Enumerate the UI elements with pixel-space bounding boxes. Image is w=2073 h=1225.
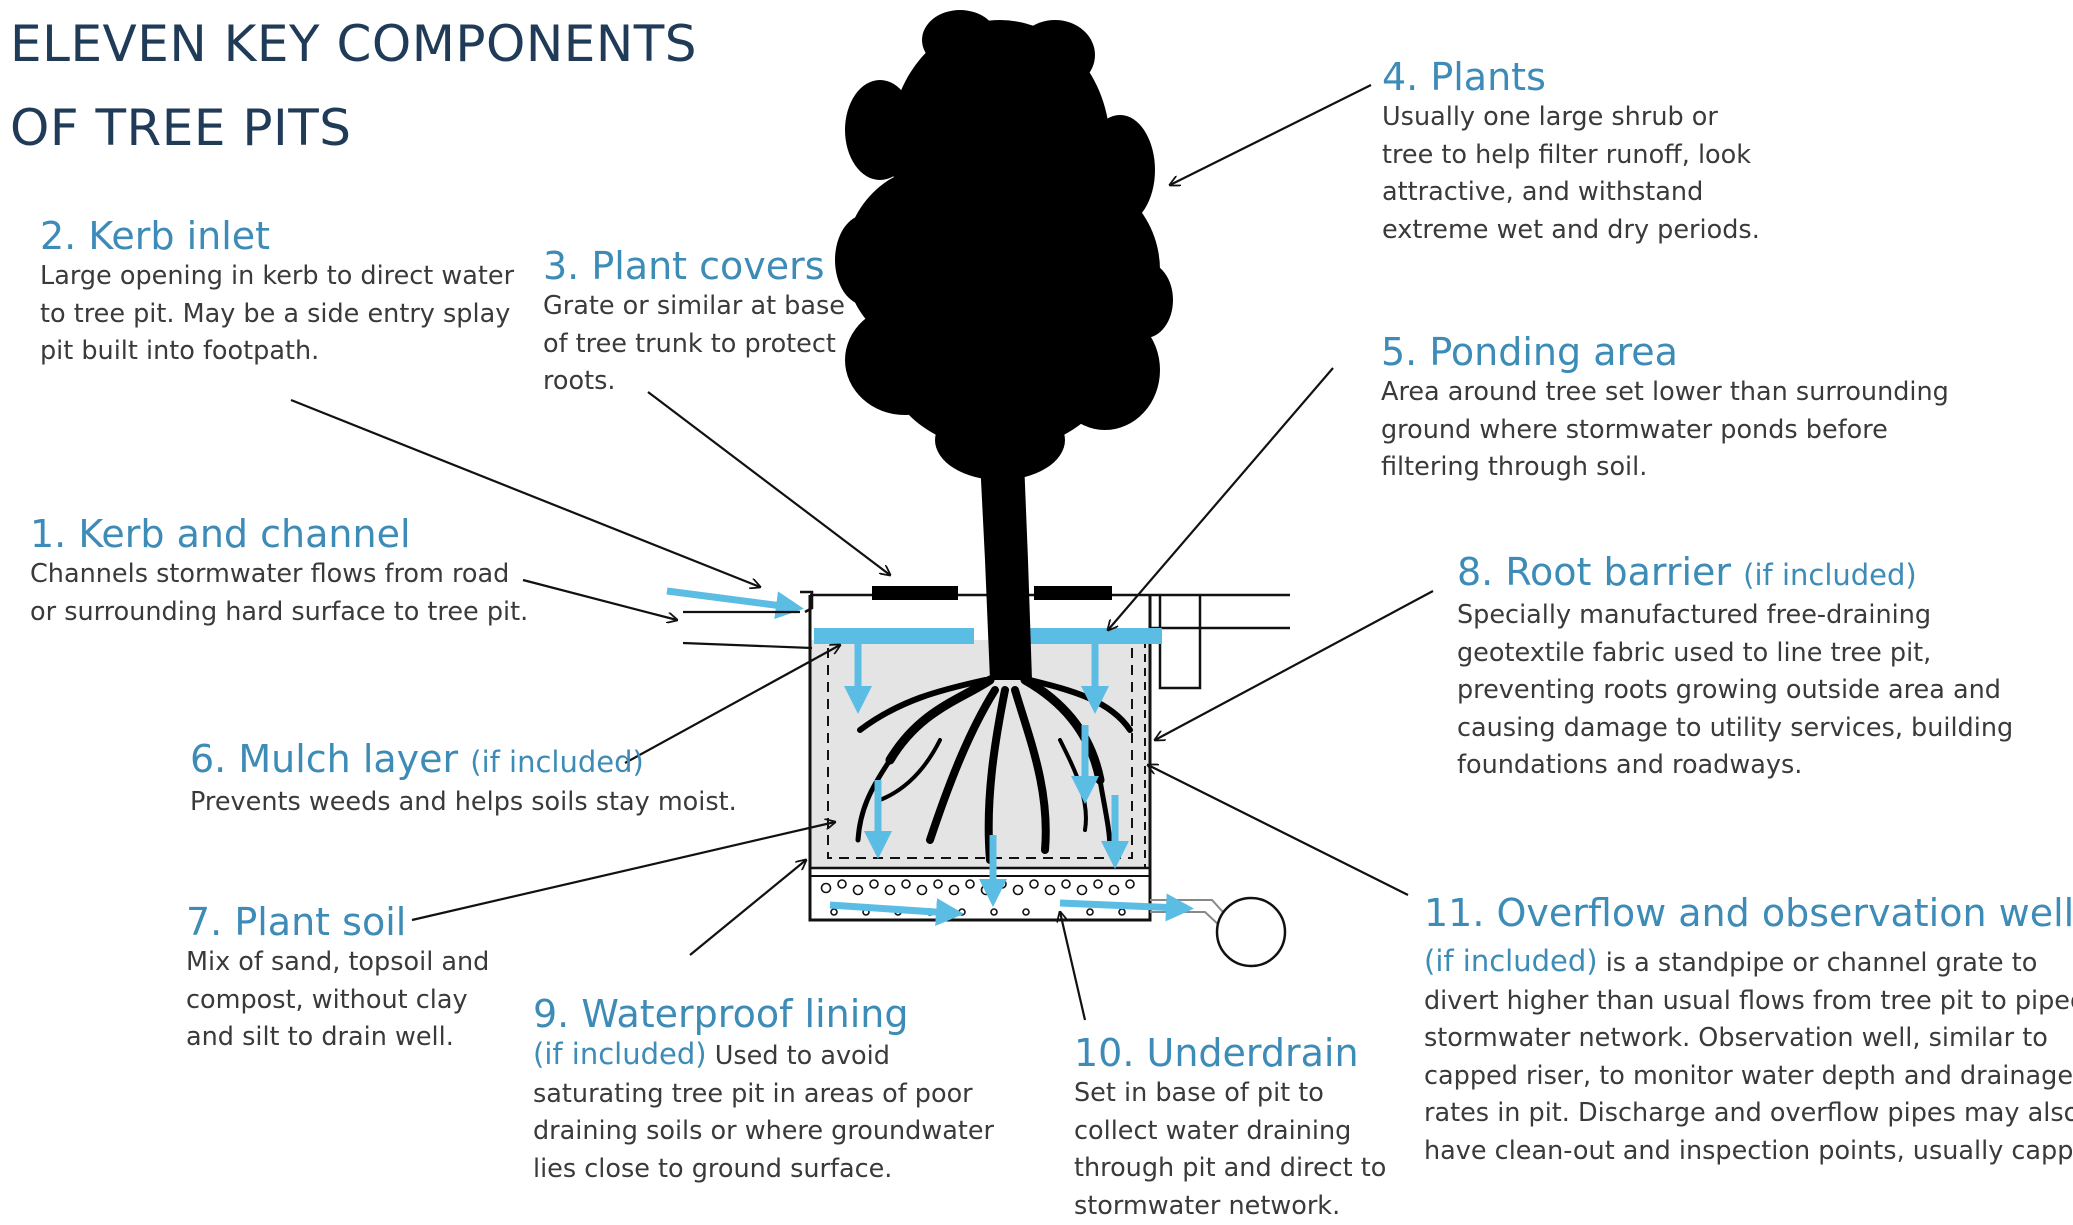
label-root-barrier: 8. Root barrier (if included) Specially … bbox=[1457, 550, 2013, 785]
plant-soil-desc-line: compost, without clay bbox=[186, 982, 489, 1020]
overflow-well-note: (if included) bbox=[1424, 944, 1598, 978]
overflow-well-desc-line: rates in pit. Discharge and overflow pip… bbox=[1424, 1095, 2073, 1133]
underdrain-desc-line: Set in base of pit to bbox=[1074, 1075, 1386, 1113]
kerb-profile bbox=[1160, 595, 1200, 688]
root-barrier-desc-line: geotextile fabric used to line tree pit, bbox=[1457, 635, 2013, 673]
waterproof-lining-desc-line: draining soils or where groundwater bbox=[533, 1113, 994, 1151]
waterproof-lining-desc-line: lies close to ground surface. bbox=[533, 1151, 994, 1189]
leader-kerb-channel-1 bbox=[523, 580, 677, 620]
ponding-area-desc-line: Area around tree set lower than surround… bbox=[1381, 374, 1949, 412]
leader-waterproof-lining bbox=[690, 860, 806, 955]
label-kerb-and-channel: 1. Kerb and channel Channels stormwater … bbox=[30, 512, 528, 631]
overflow-well-desc-line: capped riser, to monitor water depth and… bbox=[1424, 1058, 2073, 1096]
kerb-inlet-heading: 2. Kerb inlet bbox=[40, 214, 514, 258]
leader-kerb-channel-3 bbox=[683, 643, 812, 648]
plant-covers-desc-line: roots. bbox=[543, 363, 845, 401]
underdrain-desc-line: stormwater network. bbox=[1074, 1188, 1386, 1225]
root-barrier-note: (if included) bbox=[1743, 558, 1917, 592]
leader-plant-covers bbox=[648, 392, 890, 575]
mulch-layer-heading: 6. Mulch layer (if included) bbox=[190, 737, 737, 784]
root-barrier-desc-line: Specially manufactured free-draining bbox=[1457, 597, 2013, 635]
page-title-line-1: ELEVEN KEY COMPONENTS bbox=[10, 2, 697, 86]
waterproof-lining-desc-line: saturating tree pit in areas of poor bbox=[533, 1076, 994, 1114]
label-ponding-area: 5. Ponding area Area around tree set low… bbox=[1381, 330, 1949, 487]
plant-cover-grate-right bbox=[1034, 586, 1112, 600]
plant-soil-desc-line: and silt to drain well. bbox=[186, 1019, 489, 1057]
plant-soil-heading: 7. Plant soil bbox=[186, 900, 489, 944]
kerb-channel-desc-line: Channels stormwater flows from road bbox=[30, 556, 528, 594]
plant-cover-grate-left bbox=[872, 586, 958, 600]
mulch-layer-note: (if included) bbox=[470, 745, 644, 779]
kerb-channel-desc-line: or surrounding hard surface to tree pit. bbox=[30, 594, 528, 632]
label-waterproof-lining: 9. Waterproof lining (if included) Used … bbox=[533, 992, 994, 1188]
root-barrier-desc-line: foundations and roadways. bbox=[1457, 747, 2013, 785]
plants-desc-line: Usually one large shrub or bbox=[1382, 99, 1760, 137]
waterproof-lining-heading: 9. Waterproof lining bbox=[533, 992, 994, 1036]
observation-well-pipe bbox=[1217, 898, 1285, 966]
overflow-well-desc-line: stormwater network. Observation well, si… bbox=[1424, 1020, 2073, 1058]
plant-covers-desc-line: Grate or similar at base bbox=[543, 288, 845, 326]
leader-root-barrier bbox=[1155, 591, 1433, 740]
waterproof-lining-note: (if included) bbox=[533, 1037, 707, 1071]
underdrain-heading: 10. Underdrain bbox=[1074, 1031, 1386, 1075]
root-barrier-heading-text: 8. Root barrier bbox=[1457, 550, 1731, 594]
label-kerb-inlet: 2. Kerb inlet Large opening in kerb to d… bbox=[40, 214, 514, 371]
plant-covers-desc-line: of tree trunk to protect bbox=[543, 326, 845, 364]
kerb-inlet-desc-line: Large opening in kerb to direct water bbox=[40, 258, 514, 296]
ponding-area-desc-line: filtering through soil. bbox=[1381, 449, 1949, 487]
plants-desc-line: extreme wet and dry periods. bbox=[1382, 212, 1760, 250]
plants-desc-line: tree to help filter runoff, look bbox=[1382, 137, 1760, 175]
label-plant-covers: 3. Plant covers Grate or similar at base… bbox=[543, 244, 845, 401]
page-title-line-2: OF TREE PITS bbox=[10, 86, 697, 170]
plants-heading: 4. Plants bbox=[1382, 55, 1760, 99]
overflow-well-desc-line: divert higher than usual flows from tree… bbox=[1424, 983, 2073, 1021]
root-barrier-desc-line: preventing roots growing outside area an… bbox=[1457, 672, 2013, 710]
overflow-well-first-text: is a standpipe or channel grate to bbox=[1598, 948, 2038, 978]
leader-plants bbox=[1170, 85, 1371, 185]
label-plant-soil: 7. Plant soil Mix of sand, topsoil and c… bbox=[186, 900, 489, 1057]
mulch-layer-desc-line: Prevents weeds and helps soils stay mois… bbox=[190, 784, 737, 822]
waterproof-lining-first-text: Used to avoid bbox=[715, 1041, 890, 1071]
label-underdrain: 10. Underdrain Set in base of pit to col… bbox=[1074, 1031, 1386, 1225]
ponding-area-heading: 5. Ponding area bbox=[1381, 330, 1949, 374]
underdrain-desc-line: collect water draining bbox=[1074, 1113, 1386, 1151]
underdrain-desc-line: through pit and direct to bbox=[1074, 1150, 1386, 1188]
overflow-well-first-line: (if included) is a standpipe or channel … bbox=[1424, 943, 2073, 983]
plant-covers-heading: 3. Plant covers bbox=[543, 244, 845, 288]
root-barrier-desc-line: causing damage to utility services, buil… bbox=[1457, 710, 2013, 748]
page-title: ELEVEN KEY COMPONENTS OF TREE PITS bbox=[10, 2, 697, 170]
kerb-inlet-desc-line: pit built into footpath. bbox=[40, 333, 514, 371]
kerb-inlet-desc-line: to tree pit. May be a side entry splay bbox=[40, 296, 514, 334]
plants-desc-line: attractive, and withstand bbox=[1382, 174, 1760, 212]
label-plants: 4. Plants Usually one large shrub or tre… bbox=[1382, 55, 1760, 249]
waterproof-lining-first-line: (if included) Used to avoid bbox=[533, 1036, 994, 1076]
overflow-well-desc-line: have clean-out and inspection points, us… bbox=[1424, 1133, 2073, 1171]
mulch-layer-heading-text: 6. Mulch layer bbox=[190, 737, 458, 781]
ponding-water-left bbox=[814, 628, 974, 644]
root-barrier-heading: 8. Root barrier (if included) bbox=[1457, 550, 2013, 597]
kerb-channel-heading: 1. Kerb and channel bbox=[30, 512, 528, 556]
leader-underdrain bbox=[1060, 912, 1085, 1020]
ponding-area-desc-line: ground where stormwater ponds before bbox=[1381, 412, 1949, 450]
label-mulch-layer: 6. Mulch layer (if included) Prevents we… bbox=[190, 737, 737, 822]
overflow-well-heading: 11. Overflow and observation well bbox=[1424, 891, 2073, 935]
plant-soil-desc-line: Mix of sand, topsoil and bbox=[186, 944, 489, 982]
leader-overflow-well bbox=[1148, 765, 1408, 895]
label-overflow-observation-well: 11. Overflow and observation well (if in… bbox=[1424, 891, 2073, 1170]
